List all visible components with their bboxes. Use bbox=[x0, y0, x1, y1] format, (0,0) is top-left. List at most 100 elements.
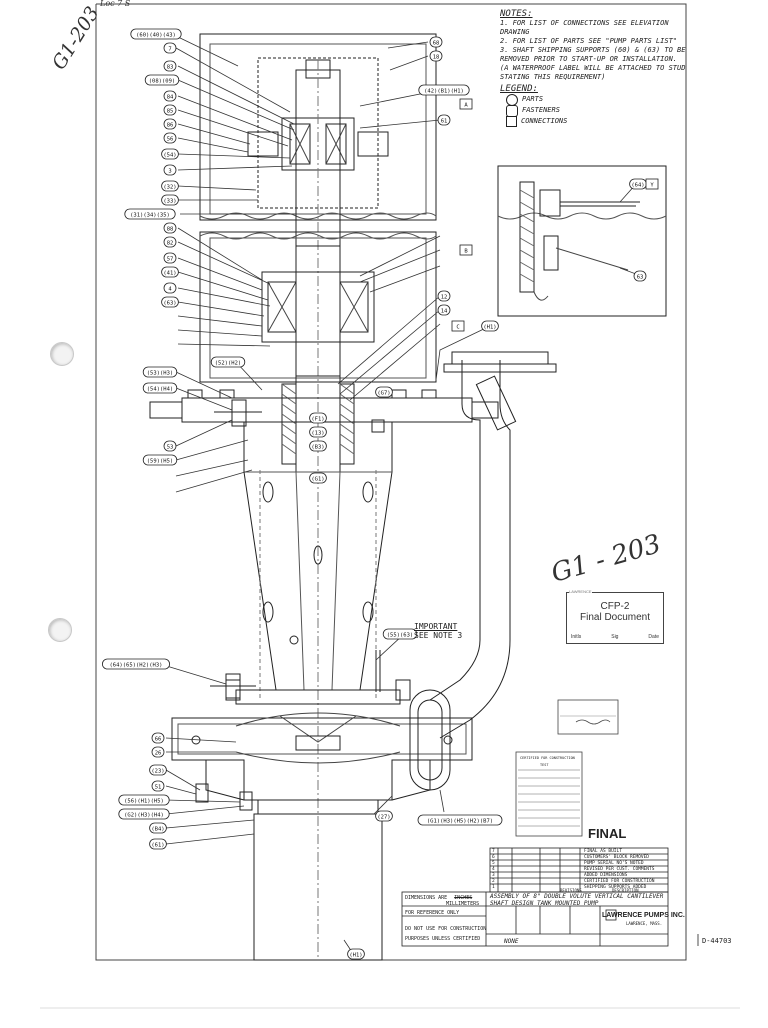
callout-shape bbox=[163, 282, 177, 294]
note-line: (A WATERPROOF LABEL WILL BE ATTACHED TO … bbox=[500, 64, 686, 72]
callout-label: (G1)(H3)(H5)(H2)(B7) bbox=[427, 818, 493, 824]
callout-shape bbox=[163, 104, 177, 116]
callout-label: 84 bbox=[167, 94, 174, 100]
callout-bubble: (55)(63) bbox=[382, 628, 418, 640]
company-name: LAWRENCE PUMPS INC. bbox=[602, 912, 685, 919]
callout-label: 61 bbox=[441, 118, 448, 124]
note-line: REMOVED PRIOR TO START-UP OR INSTALLATIO… bbox=[500, 55, 678, 63]
callout-label: 18 bbox=[433, 54, 440, 60]
callout-label: 51 bbox=[155, 784, 162, 790]
callout-label: (54) bbox=[163, 152, 176, 158]
callout-bubble: (G1)(H3)(H5)(H2)(B7) bbox=[417, 814, 503, 826]
callout-shape bbox=[451, 320, 465, 332]
callout-shape bbox=[163, 252, 177, 264]
callout-label: (61) bbox=[151, 842, 164, 848]
callout-bubble: 56 bbox=[163, 132, 177, 144]
revision-row: 4 bbox=[492, 867, 495, 872]
callout-shape bbox=[163, 222, 177, 234]
callout-shape bbox=[163, 42, 177, 54]
stamp-field: Initls bbox=[571, 634, 582, 640]
leader-lines bbox=[159, 35, 637, 953]
callout-bubble: 53 bbox=[163, 440, 177, 452]
rev-no: 5 bbox=[492, 861, 495, 866]
scale-value: NONE bbox=[504, 938, 519, 945]
callout-label: 12 bbox=[441, 294, 448, 300]
ref-only: FOR REFERENCE ONLY bbox=[405, 910, 460, 916]
callout-label: (G7) bbox=[377, 390, 390, 396]
callout-label: (F1) bbox=[311, 416, 324, 422]
callout-label: (H1) bbox=[483, 324, 496, 330]
callout-bubble: 7 bbox=[163, 42, 177, 54]
callout-shape bbox=[149, 822, 167, 834]
callout-bubble: (H1) bbox=[481, 320, 499, 332]
callout-bubble: 3 bbox=[163, 164, 177, 176]
callout-bubble: 57 bbox=[163, 252, 177, 264]
callout-label: C bbox=[456, 324, 459, 330]
callout-shape bbox=[459, 244, 473, 256]
unless-certified: PURPOSES UNLESS CERTIFIED bbox=[405, 936, 481, 942]
stamp-small-box bbox=[557, 699, 619, 735]
callout-label: 7 bbox=[168, 46, 171, 52]
callout-shape bbox=[382, 628, 418, 640]
callout-bubble: (G2)(H3)(H4) bbox=[118, 808, 170, 820]
dims-inches: INCHES bbox=[454, 895, 473, 901]
callout-shape bbox=[149, 764, 167, 776]
not-for-construction: DO NOT USE FOR CONSTRUCTION bbox=[405, 926, 487, 932]
callout-shape bbox=[151, 732, 165, 744]
callout-label: 86 bbox=[167, 122, 174, 128]
revision-row: 6 bbox=[492, 855, 495, 860]
callout-label: 56 bbox=[167, 136, 174, 142]
callout-bubble: 51 bbox=[151, 780, 165, 792]
callout-shape bbox=[130, 28, 182, 40]
callout-layer: (60)(40)(43)783(08)(09)84858656(54)3(32)… bbox=[102, 28, 659, 960]
callout-bubble: (53)(H3) bbox=[142, 366, 178, 378]
notes-heading: NOTES: bbox=[500, 9, 533, 19]
notes-block: NOTES: 1. FOR LIST OF CONNECTIONS SEE EL… bbox=[500, 10, 690, 127]
legend-label: FASTENERS bbox=[522, 106, 560, 114]
callout-shape bbox=[481, 320, 499, 332]
callout-shape bbox=[347, 948, 365, 960]
callout-bubble: (64) bbox=[629, 178, 647, 190]
callout-label: 53 bbox=[167, 444, 174, 450]
callout-bubble: (56)(H1)(H5) bbox=[118, 794, 170, 806]
callout-bubble: 18 bbox=[429, 50, 443, 62]
callout-label: (08)(09) bbox=[149, 78, 176, 84]
important-line: SEE NOTE 3 bbox=[414, 631, 463, 640]
callout-shape bbox=[429, 50, 443, 62]
callout-bubble: 88 bbox=[163, 222, 177, 234]
callout-shape bbox=[142, 454, 178, 466]
dims-label: DIMENSIONS ARE INCHES bbox=[405, 895, 472, 901]
revision-desc: CERTIFIED FOR CONSTRUCTION bbox=[584, 879, 655, 884]
callout-label: (55)(63) bbox=[387, 632, 414, 638]
callout-shape bbox=[151, 780, 165, 792]
callout-bubble: (B4) bbox=[149, 822, 167, 834]
title-block-grid bbox=[401, 891, 699, 947]
callout-shape bbox=[142, 382, 178, 394]
callout-shape bbox=[118, 794, 170, 806]
callout-shape bbox=[163, 60, 177, 72]
callout-label: (B3) bbox=[311, 444, 324, 450]
callout-bubble: (41) bbox=[161, 266, 179, 278]
stamp-field: Date bbox=[648, 634, 659, 640]
revision-desc: ADDED DIMENSIONS bbox=[584, 873, 628, 878]
callout-shape bbox=[161, 266, 179, 278]
note-line: 3. SHAFT SHIPPING SUPPORTS (60) & (63) T… bbox=[500, 46, 686, 54]
callout-bubble: (42)(B1)(H1) bbox=[418, 84, 470, 96]
callout-label: (32) bbox=[163, 184, 176, 190]
callout-label: 4 bbox=[168, 286, 172, 292]
note-line: DRAWING bbox=[500, 28, 530, 36]
callout-shape bbox=[149, 838, 167, 850]
legend-label: PARTS bbox=[522, 95, 544, 103]
pump-body bbox=[149, 33, 557, 961]
revision-table bbox=[489, 847, 669, 893]
callout-shape bbox=[309, 440, 327, 452]
callout-bubble: C bbox=[451, 320, 465, 332]
dims-label-text: DIMENSIONS ARE bbox=[405, 895, 448, 901]
certified-text-1: CERTIFIED FOR CONSTRUCTION bbox=[520, 756, 575, 760]
callout-label: 68 bbox=[433, 40, 440, 46]
callout-label: 82 bbox=[167, 240, 174, 246]
callout-shape bbox=[161, 180, 179, 192]
callout-bubble: (63) bbox=[161, 296, 179, 308]
